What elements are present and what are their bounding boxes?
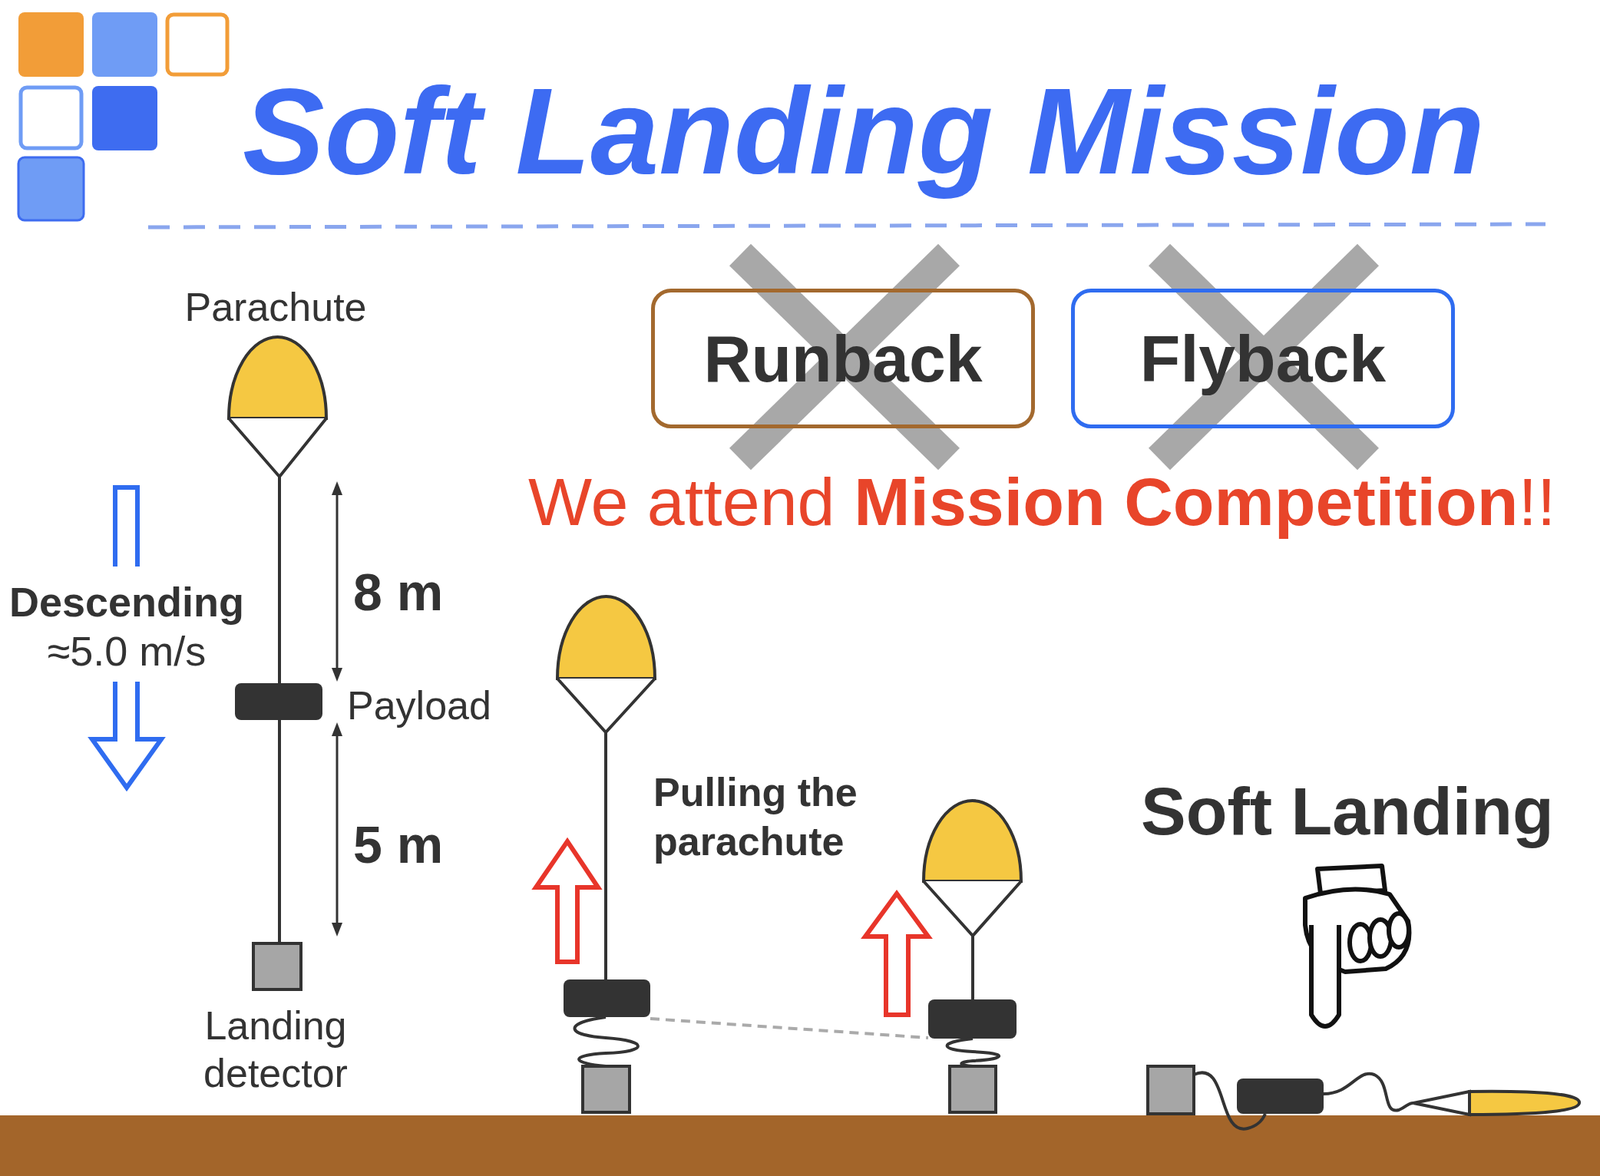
text-label: Landing detector <box>160 1001 391 1098</box>
mission-text: !! <box>1517 463 1556 540</box>
logo-square <box>92 12 158 77</box>
process-box: Flyback <box>1071 288 1455 429</box>
mission-line: We attendMission Competition!! <box>528 462 1556 541</box>
dimension-arrowhead <box>331 722 343 737</box>
ground <box>0 1115 1600 1176</box>
payload-block <box>1236 1078 1324 1115</box>
pull-arrow <box>535 841 599 962</box>
tether-line <box>1323 1074 1414 1111</box>
logo-square <box>92 85 158 151</box>
parachute-canopy <box>228 337 327 419</box>
tether-line <box>604 732 608 980</box>
payload-block <box>563 979 651 1018</box>
box-label: Runback <box>703 322 982 396</box>
payload-block <box>928 999 1017 1039</box>
dimension-line <box>336 487 339 676</box>
title-text: Soft Landing Mission <box>242 69 1485 193</box>
logo-square <box>18 12 84 77</box>
landing-detector <box>1147 1066 1194 1115</box>
text-label: Soft Landing <box>1140 772 1554 850</box>
parachute-shroud <box>557 678 655 733</box>
pull-arrow <box>865 893 929 1015</box>
parachute-canopy <box>557 596 655 679</box>
payload-block <box>234 683 323 721</box>
hand-knuckle <box>1388 913 1409 948</box>
text-label: 5 m <box>353 814 443 875</box>
pointing-hand <box>1305 866 1409 1027</box>
tether-line <box>971 935 975 1000</box>
text-label: Payload <box>347 683 492 730</box>
text-label: Descending <box>9 578 245 626</box>
parachute-canopy <box>923 800 1022 882</box>
dimension-arrowhead <box>331 667 343 682</box>
box-label: Flyback <box>1140 322 1386 396</box>
landing-detector <box>253 943 301 990</box>
parachute-canopy <box>1469 1091 1580 1115</box>
motion-guide <box>650 1018 929 1039</box>
text-label: 8 m <box>353 561 443 622</box>
text-label: ≈5.0 m/s <box>47 627 207 675</box>
parachute-shroud <box>1413 1091 1470 1115</box>
logo-square <box>167 14 228 75</box>
dimension-arrowhead <box>331 922 343 937</box>
text-label: Pulling the parachute <box>653 767 907 867</box>
logo-square <box>18 157 84 221</box>
spring-wire <box>575 1017 639 1067</box>
descent-arrow <box>115 487 138 567</box>
dashed-rule <box>148 224 1546 228</box>
parachute-shroud <box>228 418 327 477</box>
hand-finger <box>1311 925 1339 1027</box>
parachute-shroud <box>923 881 1022 936</box>
dimension-line <box>336 728 339 931</box>
descent-arrow <box>92 681 162 788</box>
mission-text: We attend <box>528 463 836 540</box>
logo-square <box>20 87 82 149</box>
landing-detector <box>582 1066 630 1113</box>
dimension-arrowhead <box>331 481 343 496</box>
text-label: Parachute <box>184 284 367 331</box>
mission-text: Mission Competition <box>853 463 1518 540</box>
spring-wire <box>947 1038 1000 1067</box>
process-box: Runback <box>651 288 1035 429</box>
landing-detector <box>949 1066 996 1113</box>
